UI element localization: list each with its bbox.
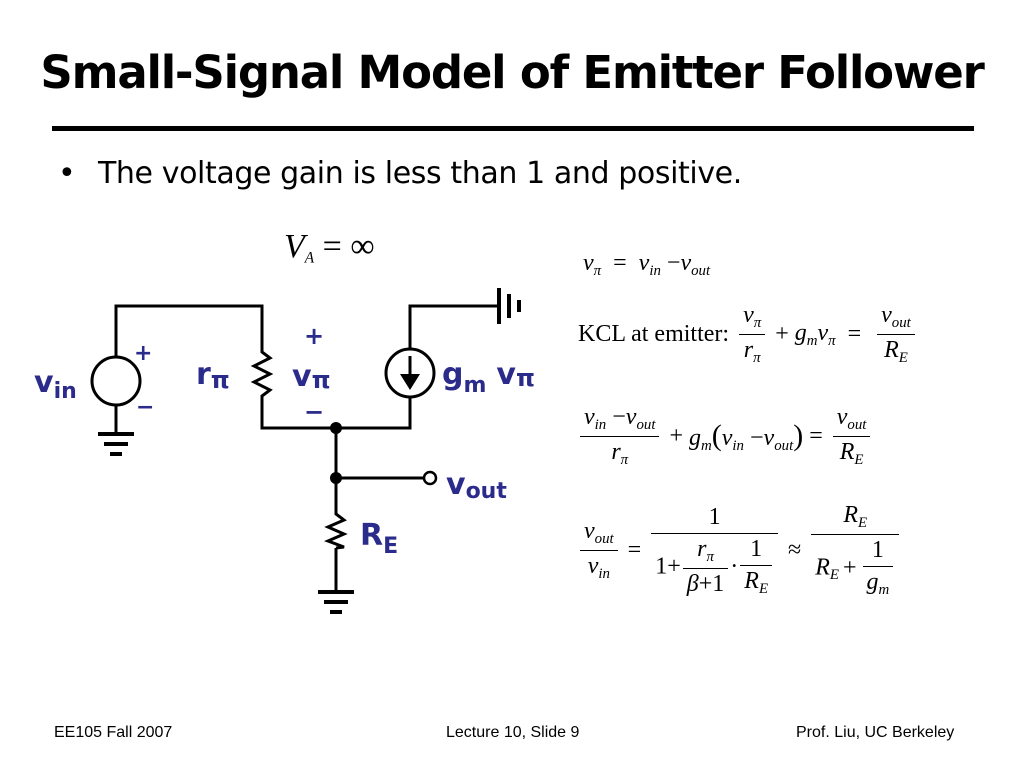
footer-course: EE105 Fall 2007 <box>54 724 173 741</box>
ground-icon <box>497 288 521 324</box>
emitter-node <box>330 422 342 434</box>
vin-plus: + <box>134 341 152 366</box>
ground-icon <box>318 590 354 614</box>
r-pi-label: rπ <box>196 357 230 394</box>
bullet-item: • The voltage gain is less than 1 and pos… <box>58 156 742 191</box>
vpi-minus: − <box>304 398 324 426</box>
ground-icon <box>98 432 134 456</box>
vin-label: vin <box>34 365 77 404</box>
equation-vpi: vπ = vin −vout <box>583 250 711 280</box>
bullet-text: The voltage gain is less than 1 and posi… <box>98 156 742 191</box>
re-resistor <box>324 510 348 550</box>
vin-source <box>90 355 142 407</box>
vin-minus: − <box>136 395 154 420</box>
vpi-label: vπ <box>292 359 331 394</box>
title-underline <box>52 126 974 131</box>
re-label: RE <box>360 518 398 559</box>
va-infinity: VA = ∞ <box>284 228 375 267</box>
vpi-plus: + <box>304 322 324 350</box>
bullet-dot: • <box>58 156 76 191</box>
output-node <box>330 472 342 484</box>
slide-title: Small-Signal Model of Emitter Follower <box>40 46 984 99</box>
footer-author: Prof. Liu, UC Berkeley <box>796 724 955 741</box>
gm-current-source <box>384 347 436 399</box>
arrow-down-icon <box>400 374 420 390</box>
r-pi-resistor <box>250 345 274 400</box>
circuit-wires <box>114 304 497 590</box>
footer-slide-number: Lecture 10, Slide 9 <box>446 724 580 741</box>
vout-terminal <box>422 470 438 486</box>
vout-label: vout <box>446 467 507 504</box>
